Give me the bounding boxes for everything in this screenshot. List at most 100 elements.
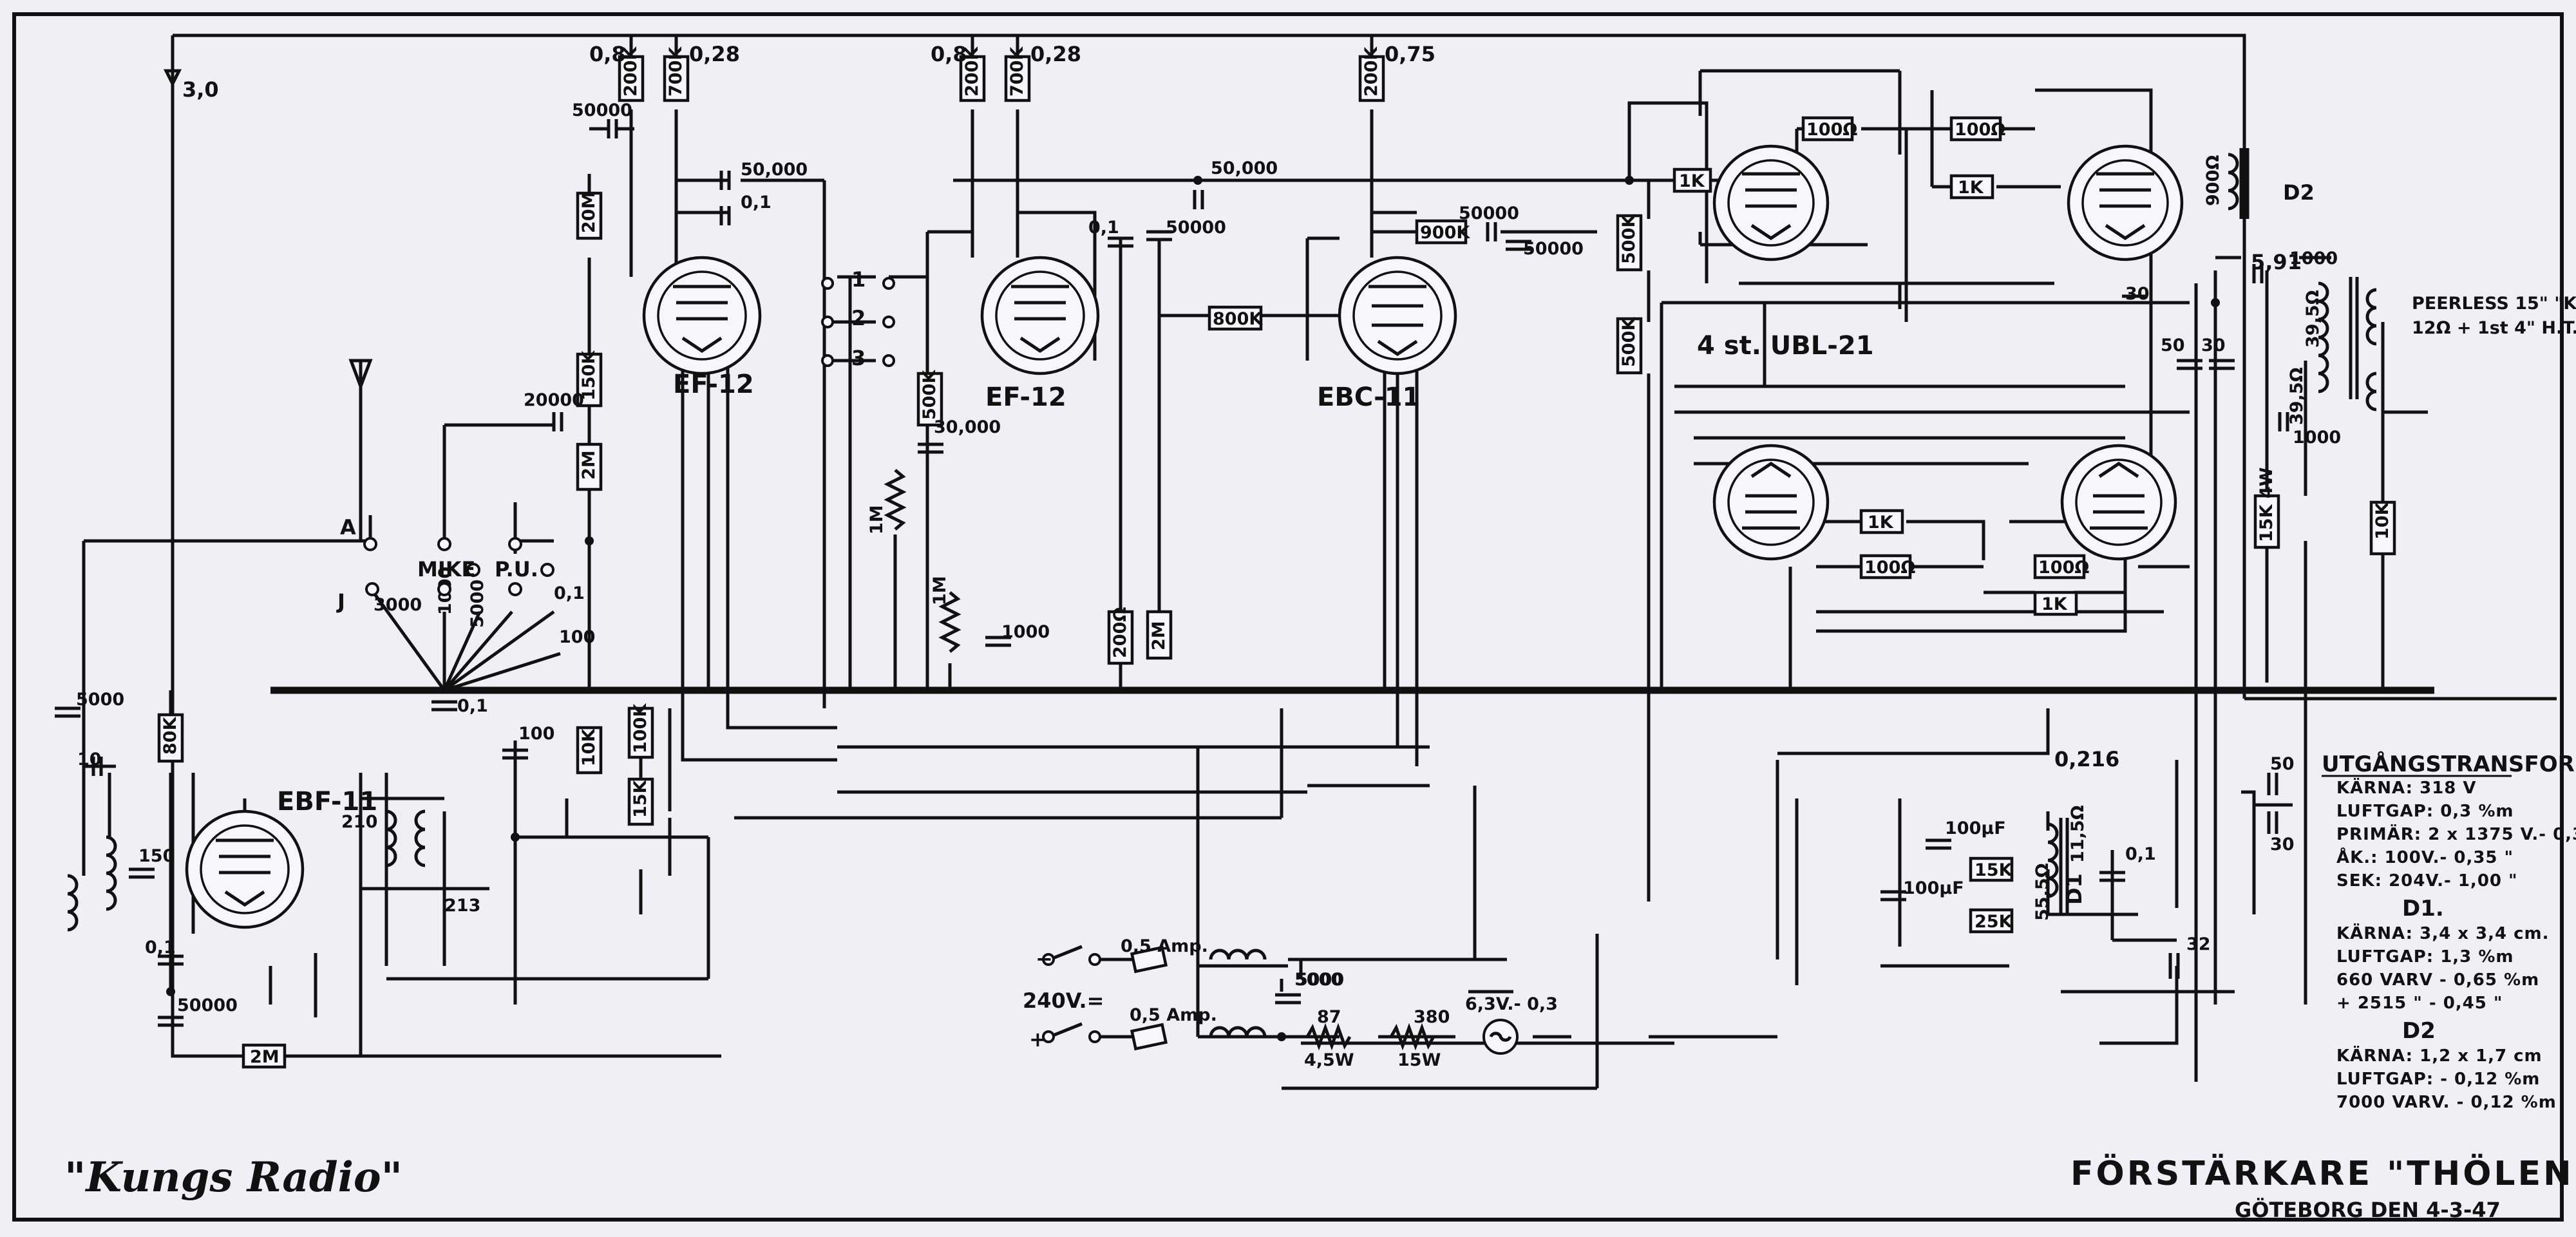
capacitor: 20000 (524, 390, 584, 431)
svg-text:12Ω + 1st 4" H.T.: 12Ω + 1st 4" H.T. (2412, 318, 2576, 338)
resistor: 200K (1358, 46, 1385, 102)
resistor: 2M (576, 442, 603, 491)
svg-text:1000: 1000 (2289, 249, 2338, 269)
wiring (82, 35, 2428, 1090)
resistor: 100K (627, 703, 654, 759)
resistor: 2M (242, 1043, 287, 1069)
svg-text:−: − (1036, 947, 1053, 971)
svg-text:ÅK.: 100V.- 0,35 ": ÅK.: 100V.- 0,35 " (2336, 847, 2514, 867)
svg-text:200K: 200K (1361, 46, 1381, 97)
resistor: 20M (576, 192, 603, 240)
input-selector-switch: 1 2 3 (821, 267, 895, 370)
resistor: 15K (1969, 856, 2014, 882)
tube-ebc11: EBC-11 (1317, 256, 1457, 412)
svg-text:MIKE: MIKE (417, 557, 475, 581)
svg-text:PRIMÄR: 2 x 1375 V.- 0,35 %m: PRIMÄR: 2 x 1375 V.- 0,35 %m (2336, 824, 2576, 844)
tube-ubl21-2 (2067, 144, 2184, 261)
capacitor: 50000 (1506, 239, 1584, 259)
svg-text:50000: 50000 (1459, 203, 1519, 223)
svg-text:PEERLESS 15" "KINO": PEERLESS 15" "KINO" (2412, 294, 2576, 314)
svg-text:200Ω: 200Ω (1110, 607, 1130, 658)
svg-text:210: 210 (341, 812, 377, 832)
svg-text:500K: 500K (1619, 214, 1639, 264)
svg-text:39,5Ω: 39,5Ω (2287, 367, 2307, 425)
svg-text:7000 VARV. - 0,12 %m: 7000 VARV. - 0,12 %m (2336, 1093, 2557, 1112)
resistor: 1K (1859, 509, 1904, 534)
capacitor: 1000 (2252, 249, 2338, 283)
svg-text:0,1: 0,1 (741, 193, 772, 212)
drawing-title: FÖRSTÄRKARE "THÖLEN" (2070, 1153, 2576, 1193)
svg-text:900K: 900K (1420, 223, 1470, 243)
svg-text:500K: 500K (920, 370, 940, 420)
capacitor: 50000 (1459, 203, 1519, 241)
capacitor: 150 (129, 846, 175, 879)
power-supply: − + 240V.= 0,5 Amp. 0,5 Amp. 87 4,5W 380… (1023, 936, 1558, 1070)
output-transformer (2318, 281, 2329, 393)
capacitor: 5000 (1275, 970, 1343, 1005)
svg-text:5000: 5000 (1294, 970, 1343, 990)
d2-choke (2228, 153, 2239, 211)
svg-text:LUFTGAP: - 0,12 %m: LUFTGAP: - 0,12 %m (2336, 1070, 2540, 1089)
svg-text:0,1: 0,1 (145, 938, 176, 958)
capacitor: 50000 (158, 996, 238, 1027)
volume-potentiometers: 1M 1M (867, 469, 961, 690)
antenna-icon (348, 359, 373, 541)
svg-text:100μF: 100μF (1945, 818, 2006, 838)
capacitor: 30 (2267, 811, 2295, 855)
svg-text:+: + (1029, 1027, 1046, 1052)
svg-text:5,91: 5,91 (2251, 250, 2302, 274)
svg-text:5000: 5000 (1296, 970, 1344, 990)
speaker-note: PEERLESS 15" "KINO" 12Ω + 1st 4" H.T. (2412, 294, 2576, 338)
svg-text:50000: 50000 (177, 996, 238, 1015)
svg-text:55,5Ω: 55,5Ω (2032, 863, 2052, 921)
resistor: 200Ω (1107, 607, 1134, 665)
capacitor: 50000 (572, 100, 634, 138)
resistor: 10K (2369, 500, 2396, 556)
svg-text:10K: 10K (2372, 501, 2392, 540)
svg-text:0,75: 0,75 (1385, 42, 1435, 66)
tube-ubl21-4 (2060, 444, 2177, 561)
svg-text:0,28: 0,28 (1030, 42, 1081, 66)
capacitor: 30 (2201, 335, 2235, 370)
svg-text:3,0: 3,0 (182, 77, 219, 102)
capacitor: 32 (2168, 934, 2211, 979)
svg-text:0,5 Amp.: 0,5 Amp. (1130, 1005, 1217, 1025)
svg-text:0,5 Amp.: 0,5 Amp. (1121, 936, 1208, 956)
svg-text:SEK: 204V.- 1,00 ": SEK: 204V.- 1,00 " (2336, 871, 2518, 891)
svg-text:50000: 50000 (1523, 239, 1584, 259)
svg-text:50: 50 (2161, 335, 2185, 355)
resistor: 25K (1969, 908, 2014, 934)
svg-text:LUFTGAP: 1,3 %m: LUFTGAP: 1,3 %m (2336, 947, 2514, 967)
d1-choke (2047, 822, 2059, 898)
svg-text:+ 2515 " - 0,45 ": + 2515 " - 0,45 " (2336, 994, 2503, 1013)
svg-text:J: J (336, 589, 345, 614)
svg-text:1K: 1K (2041, 594, 2068, 614)
svg-text:100: 100 (518, 724, 554, 744)
svg-text:5000: 5000 (76, 690, 124, 710)
svg-text:50000: 50000 (572, 100, 632, 120)
drawing-date: GÖTEBORG DEN 4-3-47 (2235, 1198, 2501, 1222)
svg-text:100Ω: 100Ω (2038, 558, 2089, 578)
svg-text:0,216: 0,216 (2054, 747, 2119, 771)
capacitor: 50000 (1146, 218, 1226, 241)
output-tubes-label: 4 st. UBL-21 (1697, 331, 1874, 361)
resistor: 10K (576, 726, 603, 775)
svg-text:P.U.: P.U. (495, 557, 538, 581)
svg-text:100Ω: 100Ω (1864, 558, 1915, 578)
svg-text:380: 380 (1414, 1007, 1450, 1027)
resistor: 2M (1146, 610, 1173, 660)
svg-text:39,5Ω: 39,5Ω (2303, 290, 2323, 348)
resistor: 150K (576, 350, 603, 408)
svg-text:EF-12: EF-12 (673, 370, 754, 399)
svg-text:30: 30 (2125, 284, 2150, 304)
resistor: 200K (959, 46, 986, 102)
svg-text:15K: 15K (1975, 860, 2013, 880)
svg-text:20000: 20000 (524, 390, 584, 410)
resistor: 80K (157, 713, 184, 763)
svg-text:1000: 1000 (1001, 622, 1050, 642)
svg-text:660 VARV - 0,65 %m: 660 VARV - 0,65 %m (2336, 970, 2539, 990)
resistors: 200K 700K 20M 150K 2M 200K 700K 500K 800… (157, 46, 2396, 1069)
svg-text:240V.=: 240V.= (1023, 988, 1104, 1013)
